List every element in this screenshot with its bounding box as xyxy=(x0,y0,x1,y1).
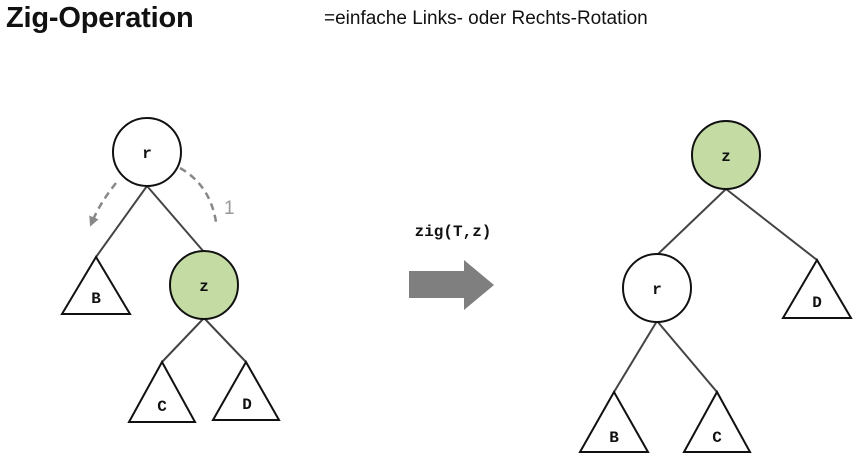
operation-arrow-icon xyxy=(409,260,494,310)
right-edge-z-d xyxy=(725,188,818,261)
right-node-r xyxy=(622,253,692,323)
right-subtree-d-label: D xyxy=(812,294,822,312)
right-subtree-b xyxy=(578,389,650,453)
left-edge-z-d xyxy=(203,317,247,363)
step-label: 1 xyxy=(224,198,235,219)
left-subtree-d-label: D xyxy=(242,396,252,414)
left-edge-r-b xyxy=(95,185,148,258)
left-subtree-c xyxy=(127,359,197,423)
left-subtree-d xyxy=(211,359,281,421)
operation-label: zig(T,z) xyxy=(415,223,492,241)
left-node-r xyxy=(112,117,182,187)
left-subtree-b xyxy=(60,255,132,315)
page-subtitle: =einfache Links- oder Rechts-Rotation xyxy=(324,8,648,29)
page-title: Zig-Operation xyxy=(6,2,194,34)
left-node-z xyxy=(169,250,239,320)
left-tree: 1 r z B C D xyxy=(60,117,281,423)
right-edge-r-b xyxy=(613,320,658,393)
dashed-arc-right xyxy=(179,166,218,223)
right-edge-z-r xyxy=(656,188,727,256)
left-subtree-b-label: B xyxy=(91,290,101,308)
left-node-z-label: z xyxy=(199,278,209,296)
left-edge-r-z xyxy=(146,185,205,253)
right-node-z-label: z xyxy=(721,148,731,166)
right-subtree-c xyxy=(682,389,752,453)
right-subtree-d xyxy=(781,258,853,319)
right-subtree-c-label: C xyxy=(712,429,722,447)
right-edge-r-c xyxy=(656,320,718,393)
right-tree: z r D B C xyxy=(578,120,853,453)
right-node-z xyxy=(691,120,761,190)
left-node-r-label: r xyxy=(142,145,152,163)
right-node-r-label: r xyxy=(652,281,662,299)
dashed-arrow-left xyxy=(89,182,117,227)
left-subtree-c-label: C xyxy=(157,398,167,416)
left-edge-z-c xyxy=(161,317,205,363)
operation-group: zig(T,z) xyxy=(409,223,494,310)
right-subtree-b-label: B xyxy=(609,429,619,447)
